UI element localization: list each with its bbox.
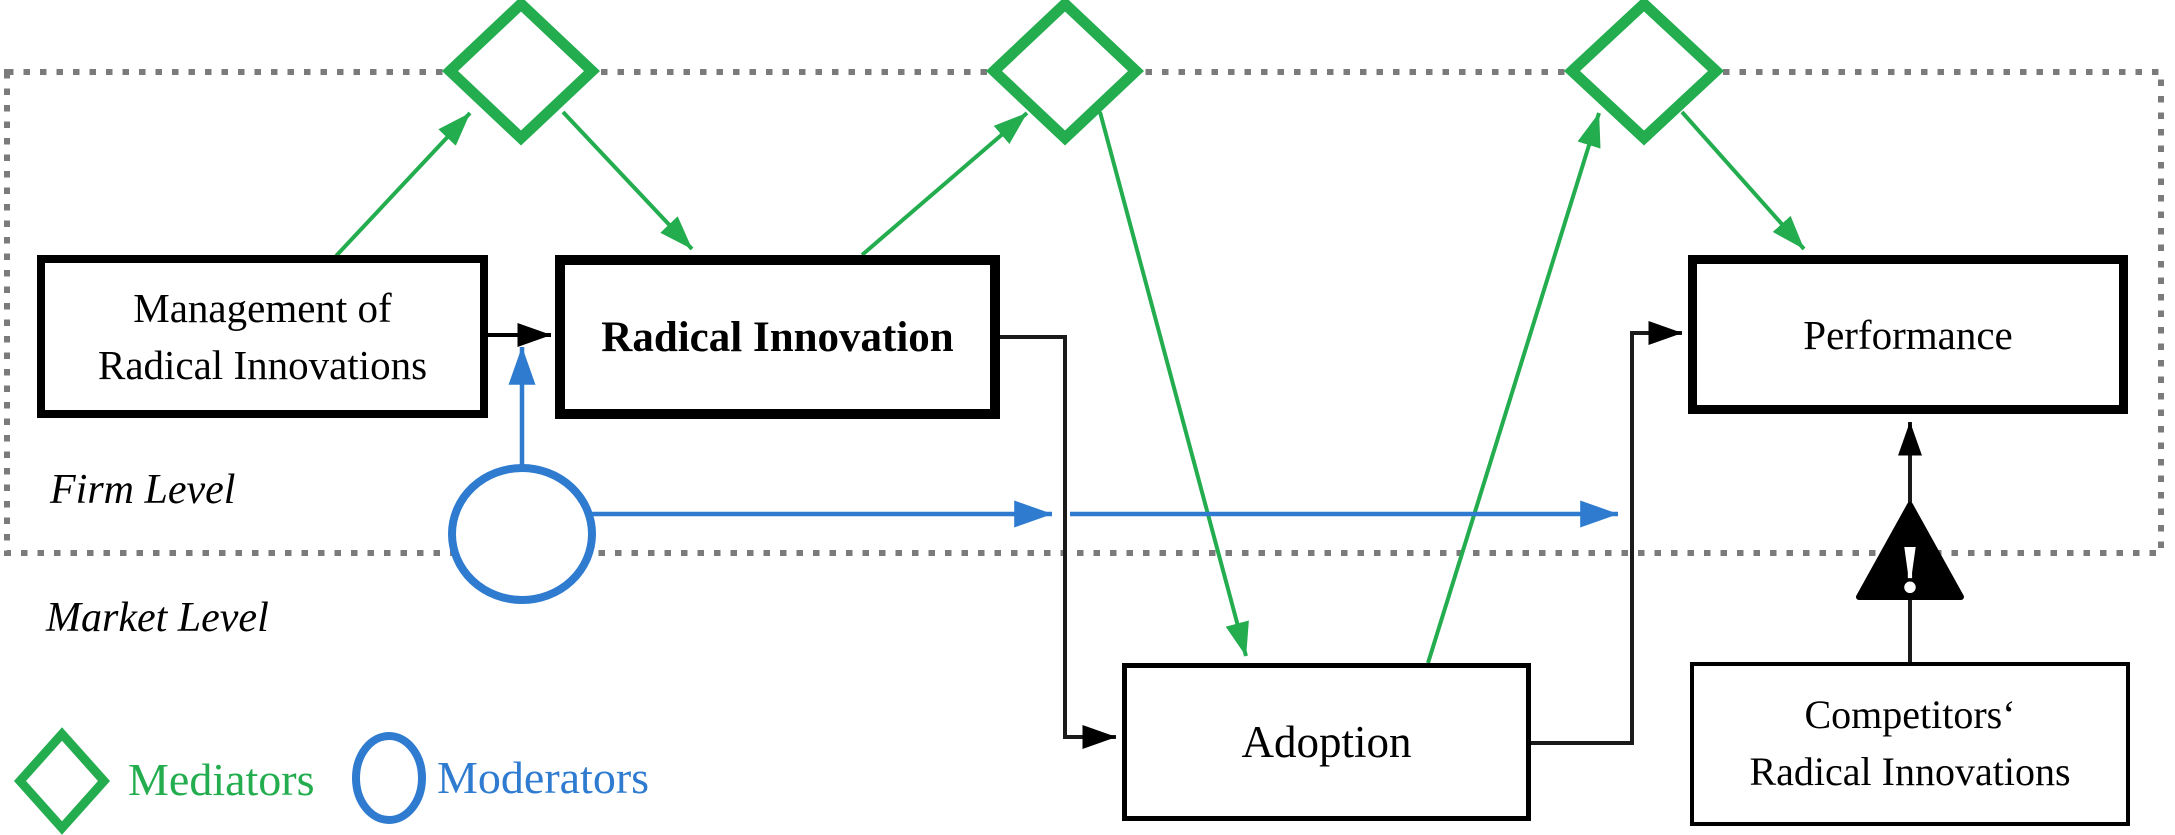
edge-mediator3-to-performance — [1680, 110, 1806, 251]
box-adoption-label: Adoption — [1241, 717, 1412, 767]
edge-adoption-to-mediator3 — [1426, 112, 1601, 664]
warning-triangle-icon — [1856, 502, 1964, 600]
firm-level-label: Firm Level — [50, 467, 236, 513]
box-radical-innovation-label: Radical Innovation — [601, 313, 954, 361]
box-management-line1: Management of — [133, 284, 392, 331]
legend-mediator-diamond-icon — [13, 727, 111, 835]
mediator-diamond-icon-3 — [1563, 0, 1725, 146]
mediator-diamond-icon-1 — [441, 0, 601, 146]
legend-mediators-label: Mediators — [128, 754, 315, 805]
legend-moderator-circle-icon — [352, 732, 426, 824]
box-competitors-line1: Competitors‘ — [1804, 692, 2016, 738]
box-adoption: Adoption — [1122, 663, 1531, 821]
edge-radical-innovation-to-adoption — [1000, 335, 1117, 749]
box-performance-label: Performance — [1803, 311, 2013, 358]
moderator-circle-icon — [448, 464, 596, 604]
box-management-of-radical-innovations: Management of Radical Innovations — [37, 255, 488, 418]
warning-exclamation-glyph: ! — [1896, 534, 1923, 607]
edge-adoption-to-performance — [1531, 321, 1683, 745]
box-management-line2: Radical Innovations — [97, 341, 428, 388]
legend-moderators-label: Moderators — [437, 752, 650, 803]
box-competitors-line2: Radical Innovations — [1749, 749, 2071, 794]
edge-mediator2-to-adoption — [1098, 111, 1249, 657]
box-radical-innovation: Radical Innovation — [555, 255, 1000, 419]
box-competitors-radical-innovations: Competitors‘ Radical Innovations — [1690, 662, 2130, 826]
edge-radical-innovation-to-mediator2 — [860, 111, 1029, 257]
edge-management-to-mediator1 — [334, 111, 472, 258]
mediator-diamond-icon-2 — [985, 0, 1145, 146]
market-level-label: Market Level — [46, 595, 269, 641]
box-performance: Performance — [1688, 255, 2128, 414]
edge-mediator1-to-radical-innovation — [561, 110, 694, 251]
